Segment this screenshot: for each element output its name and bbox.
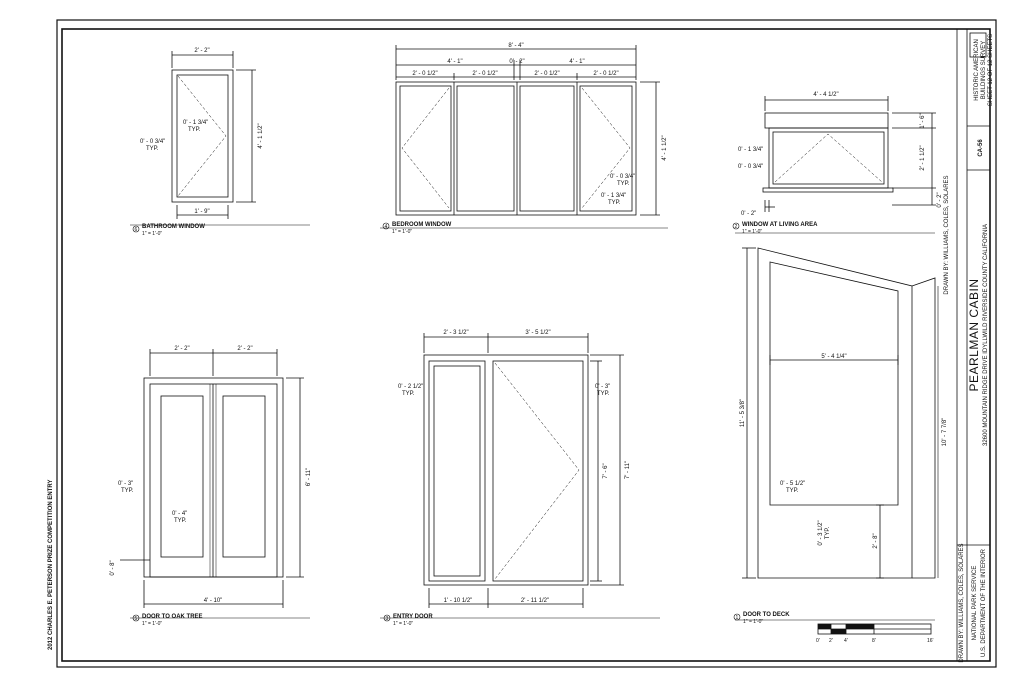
drawn-by: DRAWN BY: WILLIAMS, COLES, SOLARES xyxy=(959,543,965,662)
inner-border xyxy=(61,28,991,662)
dim: 2' - 0 1/2" xyxy=(412,71,437,77)
dim: 3' - 5 1/2" xyxy=(525,330,550,336)
note: 0' - 8" xyxy=(110,560,116,575)
dim: 4' - 1" xyxy=(447,59,462,65)
scale-tick: 8' xyxy=(872,638,876,644)
dim: 2' - 1 1/2" xyxy=(920,145,926,170)
dim: 4' - 10" xyxy=(204,598,223,604)
dim: 0' - 2" xyxy=(937,192,943,207)
side-note: 2012 CHARLES E. PETERSON PRIZE COMPETITI… xyxy=(48,480,54,650)
dim: 2' - 8" xyxy=(873,533,879,548)
note: TYP. xyxy=(825,526,831,539)
note: TYP. xyxy=(146,146,159,152)
view-number: 1 xyxy=(736,615,739,621)
sheet-address: 32600 MOUNTAIN RIDGE DRIVE IDYLLWILD RIV… xyxy=(983,224,989,446)
view-scale: 1" = 1'-0" xyxy=(743,619,763,625)
sheet-code: CA-56 xyxy=(978,139,984,157)
graphic-scale-bar: 0' 2' 4' 8' 16' xyxy=(816,623,934,644)
dim: 5' - 4 1/4" xyxy=(821,354,846,360)
dim: 1' - 9" xyxy=(194,209,209,215)
note: 0' - 0 3/4" xyxy=(738,164,763,170)
note: 0' - 3 1/2" xyxy=(818,520,824,545)
dim: 6' - 11" xyxy=(306,468,312,486)
view-title: ENTRY DOOR xyxy=(393,614,433,620)
note: 0' - 4" xyxy=(172,511,187,517)
dim: 4' - 1 1/2" xyxy=(662,135,668,160)
note: 0' - 0 3/4" xyxy=(610,174,635,180)
note: 0' - 5 1/2" xyxy=(780,481,805,487)
view-number: 3 xyxy=(386,616,389,622)
view-title: BEDROOM WINDOW xyxy=(392,222,452,228)
note: TYP. xyxy=(402,391,415,397)
view-entry-door: 2' - 3 1/2" 3' - 5 1/2" 1' - 10 1/2" 2' … xyxy=(380,330,660,627)
dim: 2' - 2" xyxy=(237,346,252,352)
dim: 2' - 2" xyxy=(174,346,189,352)
agency-2: U.S. DEPARTMENT OF THE INTERIOR xyxy=(981,548,987,657)
dim: 7' - 11" xyxy=(625,461,631,479)
view-door-to-deck: 5' - 4 1/4" 11' - 5 3/8" 10' - 7 7/8" 2'… xyxy=(733,247,948,625)
view-window-living-area: 4' - 4 1/2" 1' - 6" 2' - 1 1/2" 0' - 2" … xyxy=(732,92,943,235)
logo-box xyxy=(969,32,987,58)
tb-drawn-by: DRAWN BY: WILLIAMS, COLES, SOLARES xyxy=(944,175,950,294)
view-scale: 1" = 1'-0" xyxy=(393,621,413,627)
dim: 2' - 0 1/2" xyxy=(472,71,497,77)
view-scale: 1" = 1'-0" xyxy=(742,229,762,235)
dim: 1' - 10 1/2" xyxy=(444,598,473,604)
note: 0' - 1 3/4" xyxy=(183,120,208,126)
dim: 7' - 6" xyxy=(603,463,609,478)
survey-line1: HISTORIC AMERICAN xyxy=(974,39,980,101)
note: 0' - 3" xyxy=(118,481,133,487)
agency-1: NATIONAL PARK SERVICE xyxy=(972,566,978,641)
dim: 2' - 11 1/2" xyxy=(521,598,549,604)
view-bedroom-window: 8' - 4" 4' - 1" 0' - 2" 4' - 1" 2' - 0 1… xyxy=(380,43,668,235)
sheet-of: SHEET 12 OF 12 SHEETS xyxy=(988,34,994,106)
sheet-title: PEARLMAN CABIN xyxy=(967,278,981,391)
dim: 2' - 3 1/2" xyxy=(443,330,468,336)
note: 0' - 0 3/4" xyxy=(140,139,165,145)
scale-tick: 2' xyxy=(829,638,833,644)
dim: 4' - 1 1/2" xyxy=(258,123,264,148)
note: TYP. xyxy=(608,200,621,206)
dim: 4' - 4 1/2" xyxy=(813,92,838,98)
note: TYP. xyxy=(786,488,799,494)
note: TYP. xyxy=(174,518,187,524)
note: 0' - 2 1/2" xyxy=(398,384,423,390)
dim: 1' - 6" xyxy=(920,113,926,128)
note: 0' - 1 3/4" xyxy=(601,193,626,199)
outer-border xyxy=(56,19,997,668)
view-title: DOOR TO DECK xyxy=(743,612,790,618)
note: 0' - 2" xyxy=(741,211,756,217)
scale-tick: 0' xyxy=(816,638,820,644)
view-title: WINDOW AT LIVING AREA xyxy=(742,222,818,228)
view-bathroom-window: 2' - 2" 1' - 9" 4' - 1 1/2" 0' - 1 3/4" … xyxy=(130,48,310,237)
dim: 4' - 1" xyxy=(569,59,584,65)
view-number: 4 xyxy=(385,224,388,230)
view-scale: 1" = 1'-0" xyxy=(392,229,412,235)
view-scale: 1" = 1'-0" xyxy=(142,231,162,237)
view-title: DOOR TO OAK TREE xyxy=(142,614,203,620)
note: 0' - 1 3/4" xyxy=(738,147,763,153)
scale-tick: 4' xyxy=(844,638,848,644)
note: TYP. xyxy=(188,127,201,133)
dim: 8' - 4" xyxy=(508,43,523,49)
view-door-oak-tree: 2' - 2" 2' - 2" 4' - 10" 6' - 11" 0' - 3… xyxy=(110,346,312,627)
dim: 2' - 0 1/2" xyxy=(534,71,559,77)
note: 0' - 3" xyxy=(595,384,610,390)
note: TYP. xyxy=(121,488,134,494)
survey-line2: BUILDINGS SURVEY xyxy=(981,41,987,100)
dim: 2' - 0 1/2" xyxy=(593,71,618,77)
note: TYP. xyxy=(617,181,630,187)
note: TYP. xyxy=(597,391,610,397)
view-number: 6 xyxy=(135,227,138,233)
scale-tick: 16' xyxy=(927,638,934,644)
view-number: 5 xyxy=(135,616,138,622)
view-title: BATHROOM WINDOW xyxy=(142,224,205,230)
dim: 0' - 2" xyxy=(509,59,524,65)
view-number: 2 xyxy=(735,224,738,230)
view-scale: 1" = 1'-0" xyxy=(142,621,162,627)
dim: 11' - 5 3/8" xyxy=(740,399,746,427)
dim: 10' - 7 7/8" xyxy=(942,418,948,447)
dim: 2' - 2" xyxy=(194,48,209,54)
